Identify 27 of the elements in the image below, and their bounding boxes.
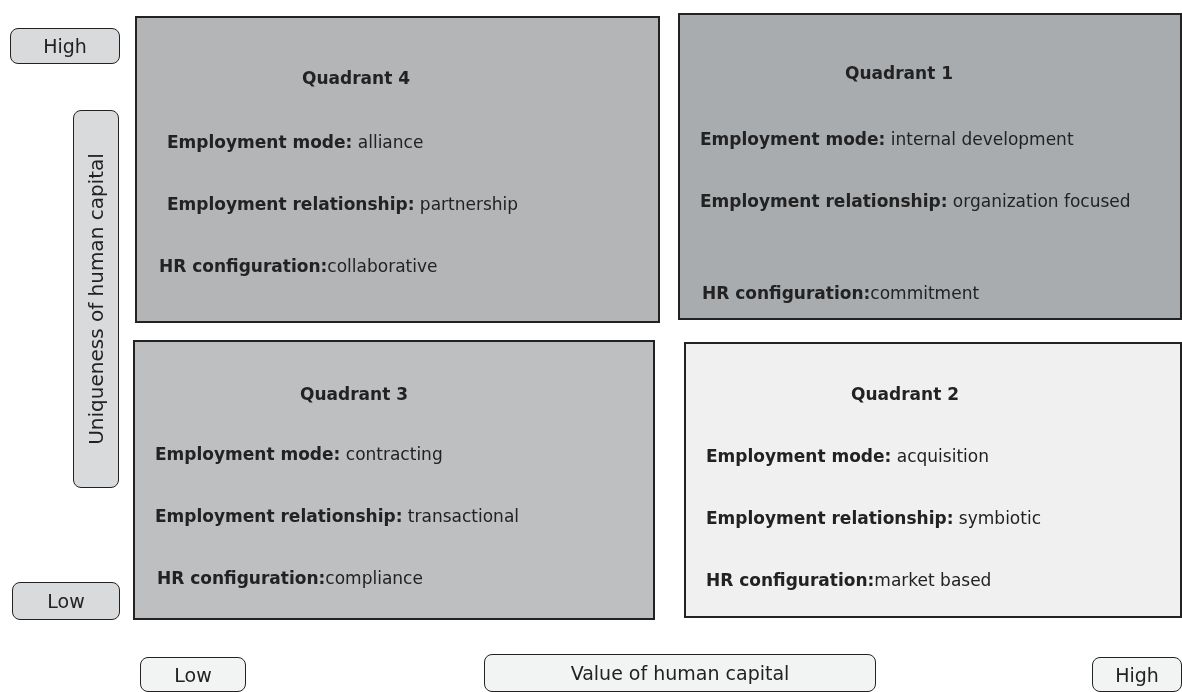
quadrant-heading: Quadrant 2 [851, 383, 960, 406]
quadrant-text: HR configuration:market based [706, 569, 993, 592]
quadrant-heading: Quadrant 3 [300, 383, 409, 406]
quadrant-heading: Quadrant 4 [302, 67, 411, 90]
quadrant-text: Employment relationship: organization focused [700, 190, 1132, 213]
quadrant-text: Employment mode: alliance [167, 131, 425, 154]
quadrant-text: Employment relationship: partnership [167, 193, 520, 216]
quadrant-text: HR configuration:commitment [702, 282, 981, 305]
axis-title: Uniqueness of human capital [84, 153, 108, 445]
quadrant-text: Employment mode: contracting [155, 443, 444, 466]
quadrant-panel [133, 340, 655, 620]
axis-label: High [10, 28, 120, 64]
axis-label: Value of human capital [484, 654, 876, 692]
axis-label: Low [140, 657, 246, 692]
axis-label: Low [12, 582, 120, 620]
quadrant-text: Employment mode: internal development [700, 128, 1075, 151]
quadrant-panel [678, 13, 1182, 320]
axis-label: High [1092, 657, 1182, 692]
quadrant-panel [684, 342, 1182, 618]
quadrant-panel [135, 16, 660, 323]
quadrant-text: Employment relationship: symbiotic [706, 507, 1042, 530]
quadrant-text: HR configuration:compliance [157, 567, 424, 590]
quadrant-text: Employment mode: acquisition [706, 445, 990, 468]
axis-label-box [73, 110, 119, 488]
quadrant-heading: Quadrant 1 [845, 62, 954, 85]
quadrant-text: Employment relationship: transactional [155, 505, 521, 528]
quadrant-text: HR configuration:collaborative [159, 255, 439, 278]
